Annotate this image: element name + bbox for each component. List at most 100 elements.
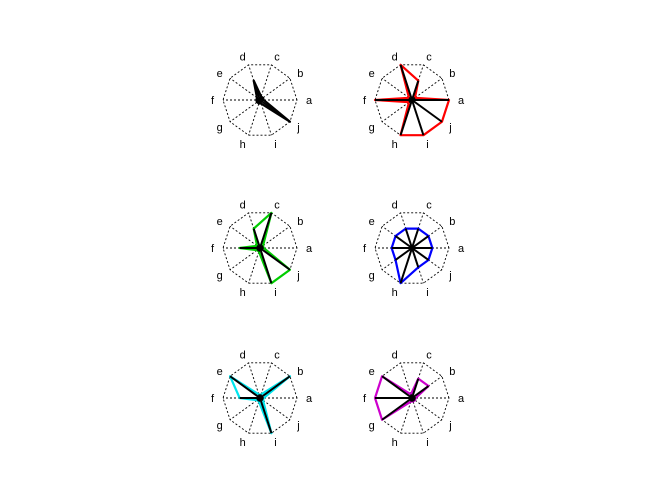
axis-label-c: c (274, 51, 280, 63)
grid-spoke-g (229, 247, 261, 271)
axis-label-g: g (369, 420, 375, 432)
axis-label-d: d (392, 349, 398, 361)
axis-label-h: h (240, 139, 246, 151)
axis-label-e: e (217, 366, 223, 378)
axis-label-e: e (369, 366, 375, 378)
axis-label-i: i (274, 139, 276, 151)
axis-label-i: i (274, 437, 276, 449)
data-spoke-e (381, 375, 413, 399)
data-spoke-c (259, 212, 273, 249)
grid-spoke-j (411, 397, 443, 421)
data-spoke-i (259, 247, 273, 284)
axis-label-g: g (217, 122, 223, 134)
axis-label-a: a (306, 95, 313, 107)
axis-label-a: a (306, 243, 313, 255)
axis-label-g: g (369, 270, 375, 282)
data-spoke-b (411, 235, 430, 249)
data-spoke-g (381, 397, 413, 421)
axis-label-h: h (392, 287, 398, 299)
axis-label-g: g (217, 270, 223, 282)
star-panel-4: a b c d e f g h i j (363, 199, 465, 299)
axis-label-e: e (369, 216, 375, 228)
data-spoke-e (229, 375, 261, 399)
axis-label-d: d (392, 199, 398, 211)
grid-spoke-h (248, 99, 261, 136)
axis-label-d: d (392, 51, 398, 63)
axis-label-a: a (306, 393, 313, 405)
data-spoke-b (411, 385, 430, 399)
axis-label-b: b (449, 366, 455, 378)
grid-spoke-h (248, 247, 261, 284)
data-spoke-e (394, 235, 413, 249)
data-spoke-d (399, 64, 413, 101)
data-spoke-d (252, 228, 261, 249)
axis-label-c: c (274, 199, 280, 211)
grid-spoke-h (248, 397, 261, 434)
axis-label-h: h (392, 437, 398, 449)
data-spoke-j (259, 99, 291, 123)
axis-label-c: c (426, 199, 432, 211)
axis-label-g: g (217, 420, 223, 432)
axis-label-j: j (448, 420, 451, 432)
data-spoke-h (399, 99, 413, 136)
data-spoke-g (394, 247, 413, 261)
axis-label-b: b (449, 68, 455, 80)
axis-label-i: i (426, 437, 428, 449)
grid-spoke-c (259, 64, 272, 101)
axis-label-j: j (296, 420, 299, 432)
axis-label-c: c (426, 349, 432, 361)
data-spoke-i (411, 247, 420, 268)
grid-spoke-g (229, 99, 261, 123)
axis-label-f: f (363, 393, 367, 405)
data-spoke-i (259, 397, 273, 434)
data-spoke-j (259, 247, 291, 271)
axis-label-f: f (211, 243, 215, 255)
data-spoke-c (411, 378, 420, 399)
axis-label-d: d (240, 51, 246, 63)
axis-label-j: j (448, 122, 451, 134)
data-spoke-j (411, 247, 430, 261)
axis-label-f: f (211, 393, 215, 405)
grid-spoke-g (229, 397, 261, 421)
data-spoke-j (411, 99, 443, 123)
axis-label-i: i (274, 287, 276, 299)
axis-label-c: c (426, 51, 432, 63)
data-spoke-b (259, 375, 291, 399)
grid-spoke-b (259, 77, 291, 101)
axis-label-i: i (426, 287, 428, 299)
axis-label-b: b (297, 68, 303, 80)
data-spoke-j (411, 397, 416, 401)
axis-label-e: e (217, 216, 223, 228)
data-spoke-i (411, 99, 425, 136)
grid-spoke-i (411, 397, 424, 434)
axis-label-j: j (448, 270, 451, 282)
axis-label-c: c (274, 349, 280, 361)
axis-label-b: b (297, 216, 303, 228)
axis-label-d: d (240, 349, 246, 361)
data-spoke-h (399, 247, 413, 284)
axis-label-e: e (217, 68, 223, 80)
axis-label-e: e (369, 68, 375, 80)
axis-label-a: a (458, 393, 465, 405)
star-panel-6: a b c d e f g h i j (363, 349, 465, 449)
star-panel-1: a b c d e f g h i j (211, 51, 313, 151)
axis-label-h: h (392, 139, 398, 151)
axis-label-f: f (363, 243, 367, 255)
axis-label-a: a (458, 95, 465, 107)
axis-label-a: a (458, 243, 465, 255)
data-spoke-d (252, 80, 261, 101)
data-spoke-c (411, 80, 420, 101)
axis-label-h: h (240, 437, 246, 449)
data-spoke-j (259, 397, 264, 401)
star-outline (228, 375, 292, 435)
axis-label-b: b (449, 216, 455, 228)
axis-label-f: f (211, 95, 215, 107)
axis-label-i: i (426, 139, 428, 151)
axis-label-d: d (240, 199, 246, 211)
axis-label-j: j (296, 122, 299, 134)
data-spoke-c (411, 228, 420, 249)
